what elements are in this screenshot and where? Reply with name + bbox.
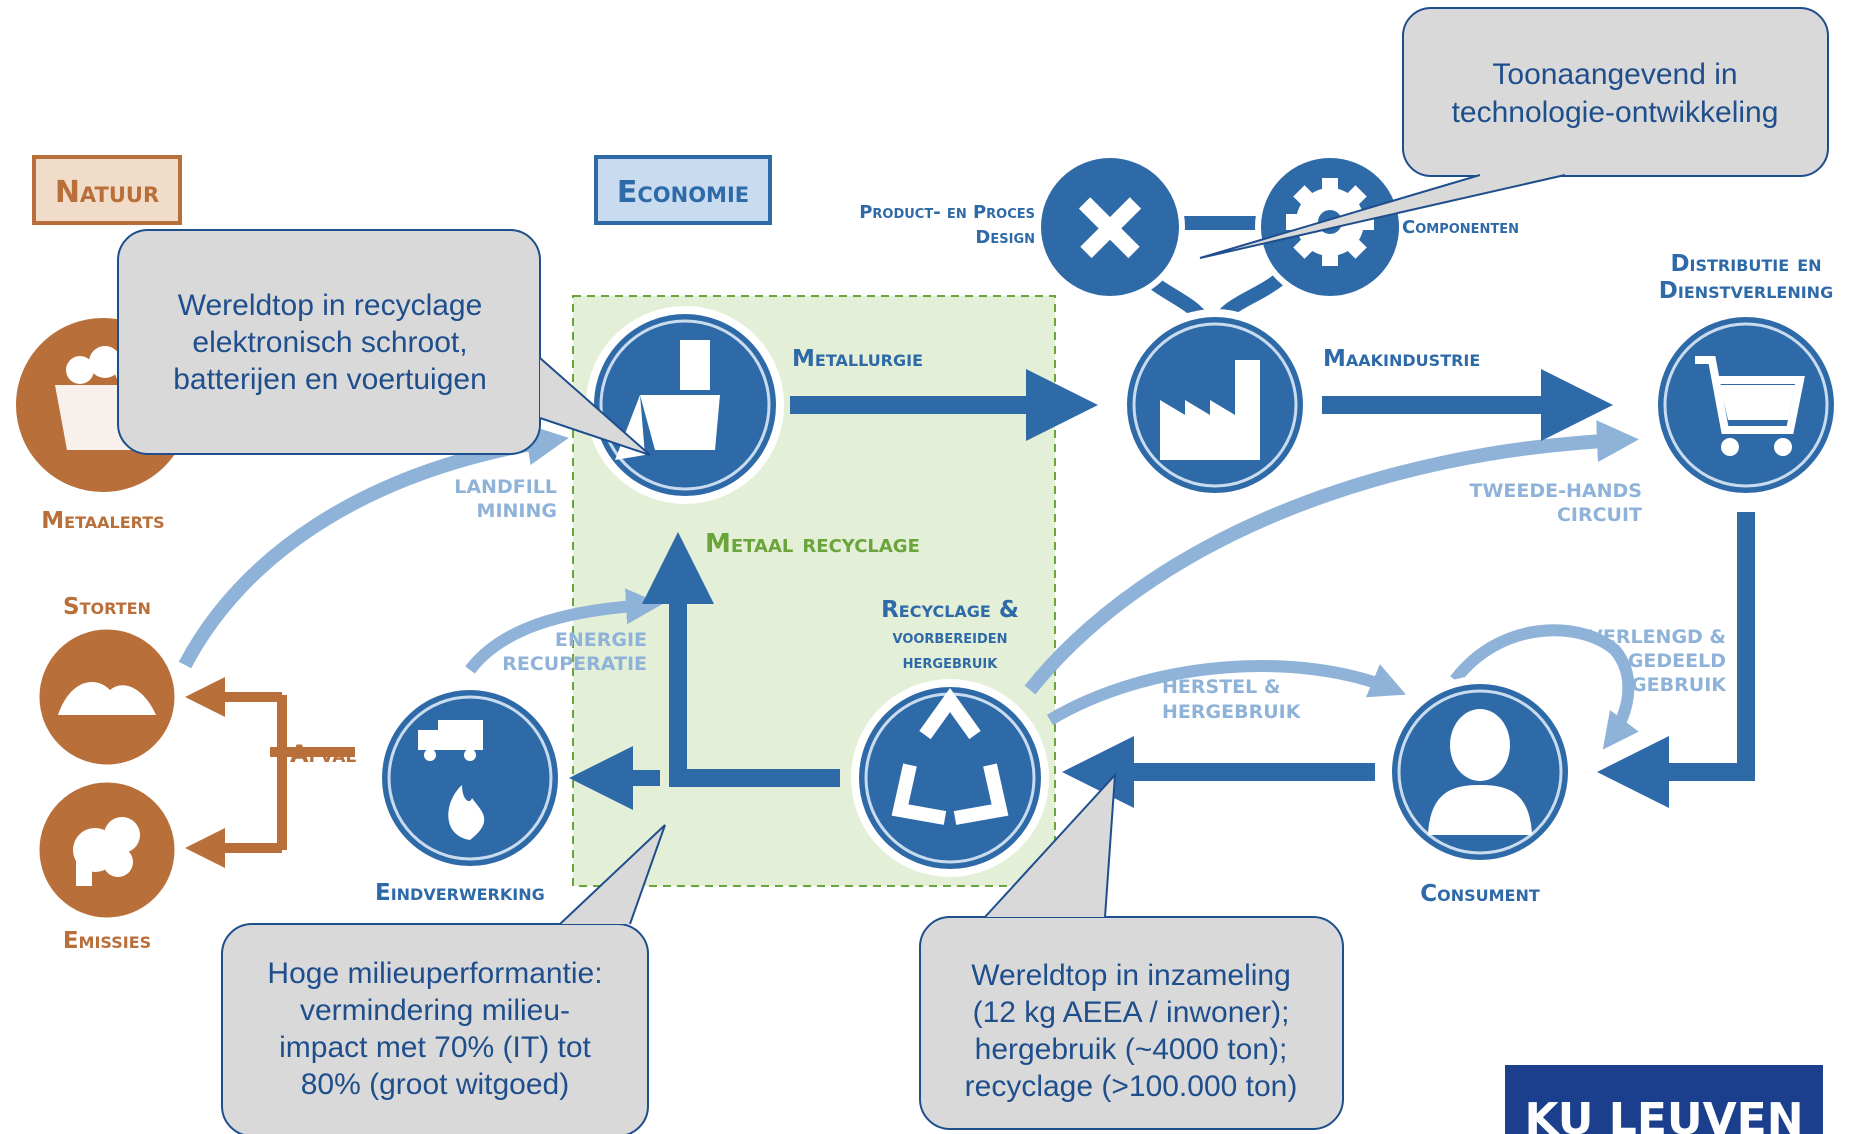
ku-leuven-logo-text: KU LEUVEN [1524,1094,1803,1134]
callout-milieu: Hoge milieuperformantie: vermindering mi… [221,824,666,1134]
callout-recyclage-line-3: batterijen en voertuigen [173,363,487,396]
eindverwerking-node: Eindverwerking [374,682,566,906]
callout-milieu-line-1: Hoge milieuperformantie: [267,957,602,990]
callout-inzameling-line-4: recyclage (>100.000 ton) [965,1070,1298,1103]
landfill-label-1: LANDFILL [454,476,557,498]
factory-icon [1160,360,1260,460]
metaalerts-label: Metaalerts [41,508,164,534]
energie-recuperatie-flow [465,588,662,674]
natuur-label: Natuur [55,175,159,210]
recyclage-node: Recyclage & voorbereiden hergebruik [851,597,1049,877]
callout-recyclage: Wereldtop in recyclage elektronisch schr… [117,229,651,456]
callout-inzameling: Wereldtop in inzameling (12 kg AEEA / in… [919,772,1344,1130]
callout-recyclage-line-2: elektronisch schroot, [192,326,467,359]
verlengd-label-2: GEDEELD [1628,650,1726,672]
tweedehands-label-2: CIRCUIT [1557,504,1642,526]
recyclage-label-3: hergebruik [903,651,999,673]
verlengd-label-1: VERLENGD & [1588,626,1726,648]
energie-label-2: RECUPERATIE [502,653,647,675]
callout-technologie-line-2: technologie-ontwikkeling [1452,96,1779,129]
design-label-2: Design [975,227,1035,248]
storten-label: Storten [63,594,151,620]
callout-inzameling-line-2: (12 kg AEEA / inwoner); [973,996,1290,1029]
ku-leuven-logo: KU LEUVEN [1505,1065,1823,1134]
recycle-icon [891,687,1009,825]
cart-icon [1695,356,1805,456]
callout-milieu-line-2: vermindering milieu- [300,994,570,1027]
callout-inzameling-line-3: hergebruik (~4000 ton); [975,1033,1288,1066]
distributie-label-1: Distributie en [1670,251,1821,277]
smoke-icon [73,817,140,886]
verlengd-flow [1450,624,1639,750]
distributie-to-consument-arrow [1597,512,1755,808]
pencil-ruler-icon [1078,197,1142,259]
herstel-flow [1046,660,1407,726]
design-label-1: Product- en Proces [859,202,1035,223]
consument-label: Consument [1420,881,1540,907]
callout-technologie: Toonaangevend in technologie-ontwikkelin… [1199,7,1829,259]
emissies-node: Emissies [34,777,180,954]
eindverwerking-label: Eindverwerking [375,880,545,906]
economie-header: Economie [594,155,772,225]
verlengd-label-3: GEBRUIK [1631,674,1727,696]
componenten-label: Componenten [1402,217,1519,238]
maakindustrie-node: Maakindustrie [1119,309,1480,501]
callout-milieu-line-4: 80% (groot witgoed) [301,1068,569,1101]
metallurgie-node: Metallurgie [586,306,923,504]
herstel-label-2: HERGEBRUIK [1162,701,1302,723]
recyclage-label-2: voorbereiden [892,626,1007,648]
truck-fire-icon [418,720,485,840]
metallurgie-label: Metallurgie [792,346,923,372]
economie-label: Economie [617,175,749,210]
recyclage-to-metallurgie-arrow [642,532,840,787]
person-icon [1428,709,1532,835]
landfill-label-2: MINING [477,500,557,522]
consument-node: Consument [1384,676,1576,907]
landfill-mining-flow [178,423,569,669]
metal-recycling-label: Metaal recyclage [705,529,920,559]
afval-label: Afval [290,740,356,768]
callout-inzameling-line-1: Wereldtop in inzameling [971,959,1291,992]
tweedehands-label-1: TWEEDE-HANDS [1470,480,1642,502]
recyclage-label-1: Recyclage & [881,597,1019,623]
herstel-label-1: HERSTEL & [1162,676,1280,698]
callout-technologie-line-1: Toonaangevend in [1492,58,1737,91]
tweedehands-flow [1024,420,1639,695]
distributie-label-2: Dienstverlening [1659,278,1833,304]
natuur-header: Natuur [32,155,182,225]
landfill-icon [58,682,156,715]
maakindustrie-label: Maakindustrie [1323,346,1480,372]
distributie-node: Distributie en Dienstverlening [1650,251,1842,501]
storten-node: Storten [34,594,180,770]
callout-recyclage-line-1: Wereldtop in recyclage [178,289,483,322]
callout-milieu-line-3: impact met 70% (IT) tot [279,1031,591,1064]
design-node: Product- en Proces Design [859,152,1185,302]
energie-label-1: ENERGIE [555,629,647,651]
emissies-label: Emissies [63,928,151,954]
